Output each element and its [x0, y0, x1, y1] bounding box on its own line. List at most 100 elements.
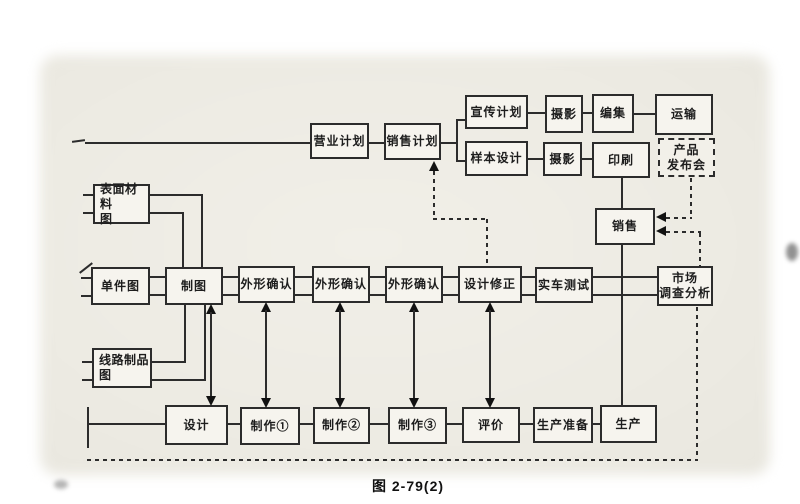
link-design-make1 [228, 423, 241, 425]
dashed-launch-left [666, 217, 692, 219]
scan-mark-bottom-left [54, 480, 68, 489]
arrow-up-sales-plan-icon [429, 161, 439, 171]
connector-printing-to-sales [621, 178, 623, 208]
arrow-left-sales-bottom-icon [656, 226, 666, 236]
link-bracket-to-design [87, 423, 165, 425]
scan-mark-right [786, 243, 798, 261]
node-market-research: 市场 调查分析 [657, 266, 713, 306]
connector-sample-to-photo [528, 158, 543, 160]
node-make-2: 制作② [313, 407, 370, 444]
node-label: 运输 [670, 107, 697, 121]
stub-wiring-2 [82, 379, 92, 381]
node-label-line1: 市场 [671, 271, 698, 285]
dbl-link-6b [522, 294, 536, 296]
arrow-down-make3-icon [409, 398, 419, 408]
connector-publicity-to-photo [528, 112, 545, 114]
node-label: 销售计划 [386, 134, 439, 148]
node-sample-design: 样本设计 [465, 141, 528, 176]
node-label: 制作③ [397, 418, 437, 432]
arrow-down-make2-icon [335, 398, 345, 408]
dashed-market-down [696, 307, 698, 460]
node-label: 设计修正 [463, 277, 516, 291]
connector-wiring-b-h [152, 379, 206, 381]
connector-surface-b-h [150, 212, 184, 214]
node-production: 生产 [600, 405, 657, 443]
arrow-left-sales-top-icon [656, 212, 666, 222]
arrow-up-drafting-icon [206, 304, 216, 314]
dashed-market-left [666, 231, 701, 233]
dashed-revision-up-1 [486, 219, 488, 266]
link-make3-evaluation [447, 423, 463, 425]
dbl-link-1a [150, 276, 166, 278]
node-label: 评价 [477, 417, 504, 432]
arrow-shaft-revision-evaluation [489, 310, 491, 399]
arrow-up-shape3-icon [409, 302, 419, 312]
node-make-3: 制作③ [388, 407, 447, 444]
node-label: 摄影 [550, 106, 577, 121]
dbl-link-6a [522, 276, 536, 278]
node-production-prep: 生产准备 [533, 407, 593, 443]
node-label: 生产 [615, 416, 642, 431]
connector-surface-b-v [182, 212, 184, 267]
node-label-line2: 图 [99, 368, 112, 382]
node-label: 外形确认 [240, 277, 293, 291]
node-label-line2: 图 [100, 211, 113, 226]
arrow-down-make1-icon [261, 398, 271, 408]
arrow-down-design-icon [206, 396, 216, 406]
arrow-up-shape2-icon [335, 302, 345, 312]
dbl-link-2b [223, 294, 239, 296]
node-shape-confirm-3: 外形确认 [385, 266, 443, 303]
node-drafting: 制图 [165, 267, 223, 305]
link-prep-production [593, 423, 601, 425]
dbl-link-3b [295, 294, 313, 296]
dbl-link-1b [150, 294, 166, 296]
node-label: 编集 [599, 106, 626, 120]
node-label-line2: 调查分析 [659, 286, 712, 300]
dashed-bottom-return [87, 459, 698, 461]
figure-caption: 图 2-79(2) [372, 478, 445, 494]
connector-surface-a-h [150, 194, 203, 196]
arrow-up-shape1-icon [261, 302, 271, 312]
dashed-launch-down [690, 178, 692, 218]
node-evaluation: 评价 [462, 407, 520, 443]
node-label-line1: 产品 [673, 142, 700, 157]
connector-editing-to-transport [634, 113, 655, 115]
node-photo-shoot-bottom: 摄影 [543, 142, 582, 176]
dbl-link-5b [443, 294, 459, 296]
node-label: 外形确认 [314, 277, 367, 291]
node-design-revision: 设计修正 [458, 266, 522, 303]
arrow-shaft-drafting-design [210, 312, 212, 398]
connector-photo-to-printing [582, 158, 592, 160]
node-label-line2: 发布会 [666, 157, 706, 172]
node-sales-plan: 销售计划 [384, 123, 441, 160]
connector-sales-to-production [621, 245, 623, 405]
node-label: 制作① [250, 418, 290, 433]
dashed-revision-up-2 [433, 171, 435, 219]
node-label: 摄影 [549, 151, 576, 166]
node-label: 制图 [180, 278, 207, 293]
node-label: 设计 [183, 417, 210, 432]
bracket-bottom-left [87, 407, 89, 448]
node-label: 单件图 [100, 278, 140, 293]
stub-single-part-2 [81, 295, 91, 297]
node-design: 设计 [165, 405, 228, 445]
stub-surface-1 [83, 194, 93, 196]
node-shape-confirm-2: 外形确认 [312, 266, 370, 303]
link-evaluation-prep [520, 423, 534, 425]
node-printing: 印刷 [592, 142, 650, 178]
node-label: 样本设计 [470, 151, 523, 165]
stub-wiring-1 [82, 361, 92, 363]
connector-split-to-publicity [456, 119, 465, 121]
dbl-link-5a [443, 276, 459, 278]
node-product-launch: 产品 发布会 [658, 138, 715, 177]
node-publicity-plan: 宣传计划 [465, 95, 528, 129]
node-label: 印刷 [607, 152, 634, 167]
dbl-link-7b [593, 294, 658, 296]
connector-sales-plan-to-split [441, 142, 457, 144]
node-label: 宣传计划 [470, 104, 523, 119]
node-label-line1: 线路制品 [99, 353, 150, 367]
arrow-down-evaluation-icon [485, 398, 495, 408]
dashed-revision-left [433, 218, 488, 220]
connector-split-to-sample [456, 160, 465, 162]
